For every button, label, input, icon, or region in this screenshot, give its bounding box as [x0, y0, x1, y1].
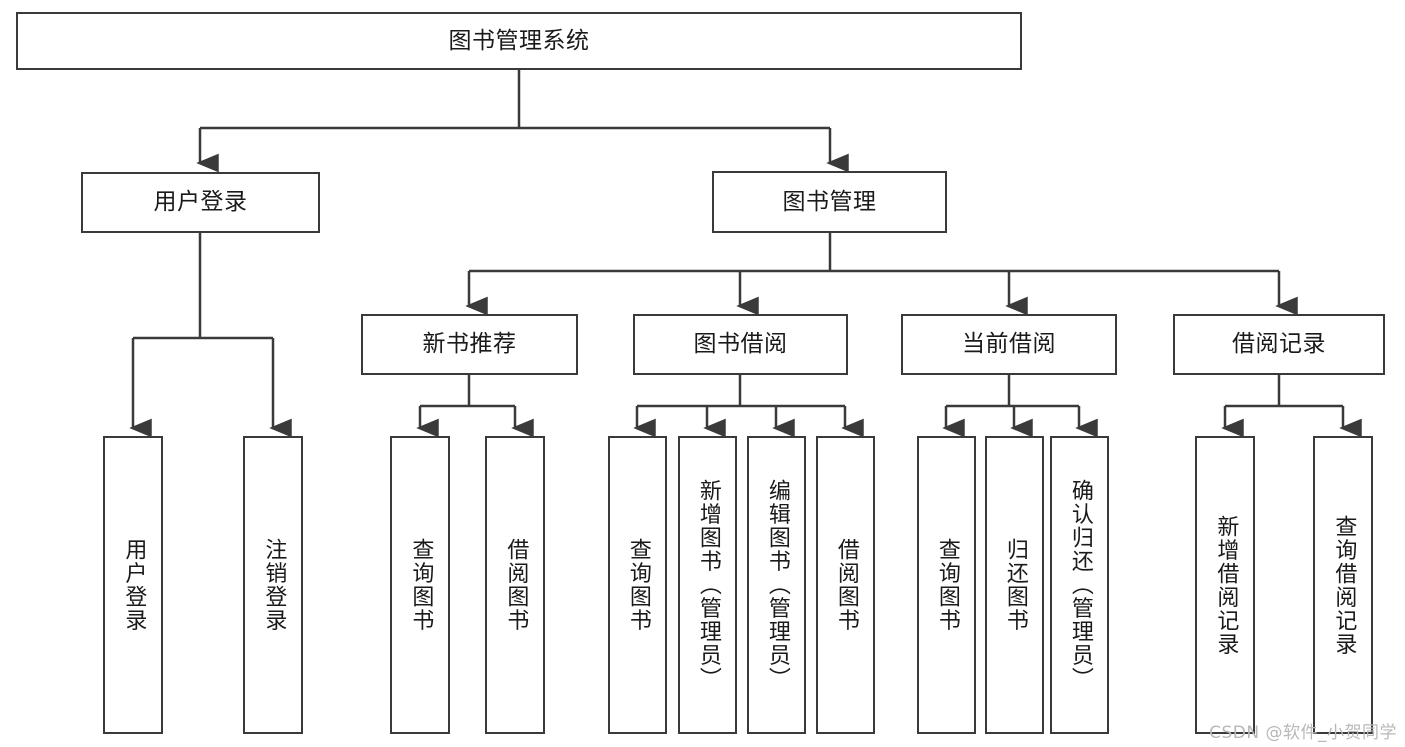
leaf-current-query-book-label: 查询图书: [934, 538, 960, 632]
leaf-borrow-add-book-admin[interactable]: 新增图书（管理员）: [678, 436, 737, 734]
leaf-borrow-query-book-label: 查询图书: [625, 538, 651, 632]
leaf-newbook-query-book[interactable]: 查询图书: [390, 436, 450, 734]
node-book-borrow-label: 图书借阅: [693, 331, 788, 358]
leaf-borrow-borrow-book-label: 借阅图书: [833, 538, 859, 632]
leaf-current-return-book[interactable]: 归还图书: [985, 436, 1044, 734]
node-user-login[interactable]: 用户登录: [81, 172, 320, 233]
leaf-borrow-edit-book-admin[interactable]: 编辑图书（管理员）: [747, 436, 806, 734]
node-borrow-record[interactable]: 借阅记录: [1173, 314, 1385, 375]
node-current-borrow-label: 当前借阅: [962, 331, 1056, 358]
leaf-record-add-record[interactable]: 新增借阅记录: [1195, 436, 1255, 734]
leaf-newbook-borrow-book-label: 借阅图书: [503, 538, 529, 632]
leaf-current-return-book-label: 归还图书: [1002, 538, 1028, 632]
node-book-management-label: 图书管理: [782, 188, 877, 215]
leaf-user-logout[interactable]: 注销登录: [243, 436, 303, 734]
node-new-book-recommend[interactable]: 新书推荐: [361, 314, 578, 375]
node-root-label: 图书管理系统: [448, 27, 590, 54]
leaf-current-confirm-return-admin-label: 确认归还（管理员）: [1067, 479, 1093, 691]
leaf-user-login[interactable]: 用户登录: [103, 436, 163, 734]
node-borrow-record-label: 借阅记录: [1232, 331, 1326, 358]
node-root[interactable]: 图书管理系统: [16, 12, 1022, 70]
leaf-user-login-label: 用户登录: [121, 538, 147, 632]
node-book-management[interactable]: 图书管理: [712, 171, 947, 233]
node-user-login-label: 用户登录: [153, 189, 248, 216]
leaf-borrow-edit-book-admin-label: 编辑图书（管理员）: [764, 479, 790, 691]
leaf-record-add-record-label: 新增借阅记录: [1213, 514, 1239, 656]
leaf-user-logout-label: 注销登录: [261, 538, 287, 632]
leaf-borrow-add-book-admin-label: 新增图书（管理员）: [695, 479, 721, 691]
leaf-current-query-book[interactable]: 查询图书: [917, 436, 976, 734]
node-current-borrow[interactable]: 当前借阅: [901, 314, 1117, 375]
node-new-book-recommend-label: 新书推荐: [422, 331, 517, 358]
leaf-borrow-query-book[interactable]: 查询图书: [608, 436, 667, 734]
leaf-borrow-borrow-book[interactable]: 借阅图书: [816, 436, 875, 734]
leaf-newbook-borrow-book[interactable]: 借阅图书: [485, 436, 545, 734]
node-book-borrow[interactable]: 图书借阅: [633, 314, 848, 375]
leaf-record-query-record-label: 查询借阅记录: [1331, 514, 1357, 656]
leaf-current-confirm-return-admin[interactable]: 确认归还（管理员）: [1050, 436, 1109, 734]
csdn-watermark: CSDN @软件_小贺同学: [1209, 723, 1397, 743]
leaf-newbook-query-book-label: 查询图书: [408, 538, 434, 632]
leaf-record-query-record[interactable]: 查询借阅记录: [1313, 436, 1373, 734]
